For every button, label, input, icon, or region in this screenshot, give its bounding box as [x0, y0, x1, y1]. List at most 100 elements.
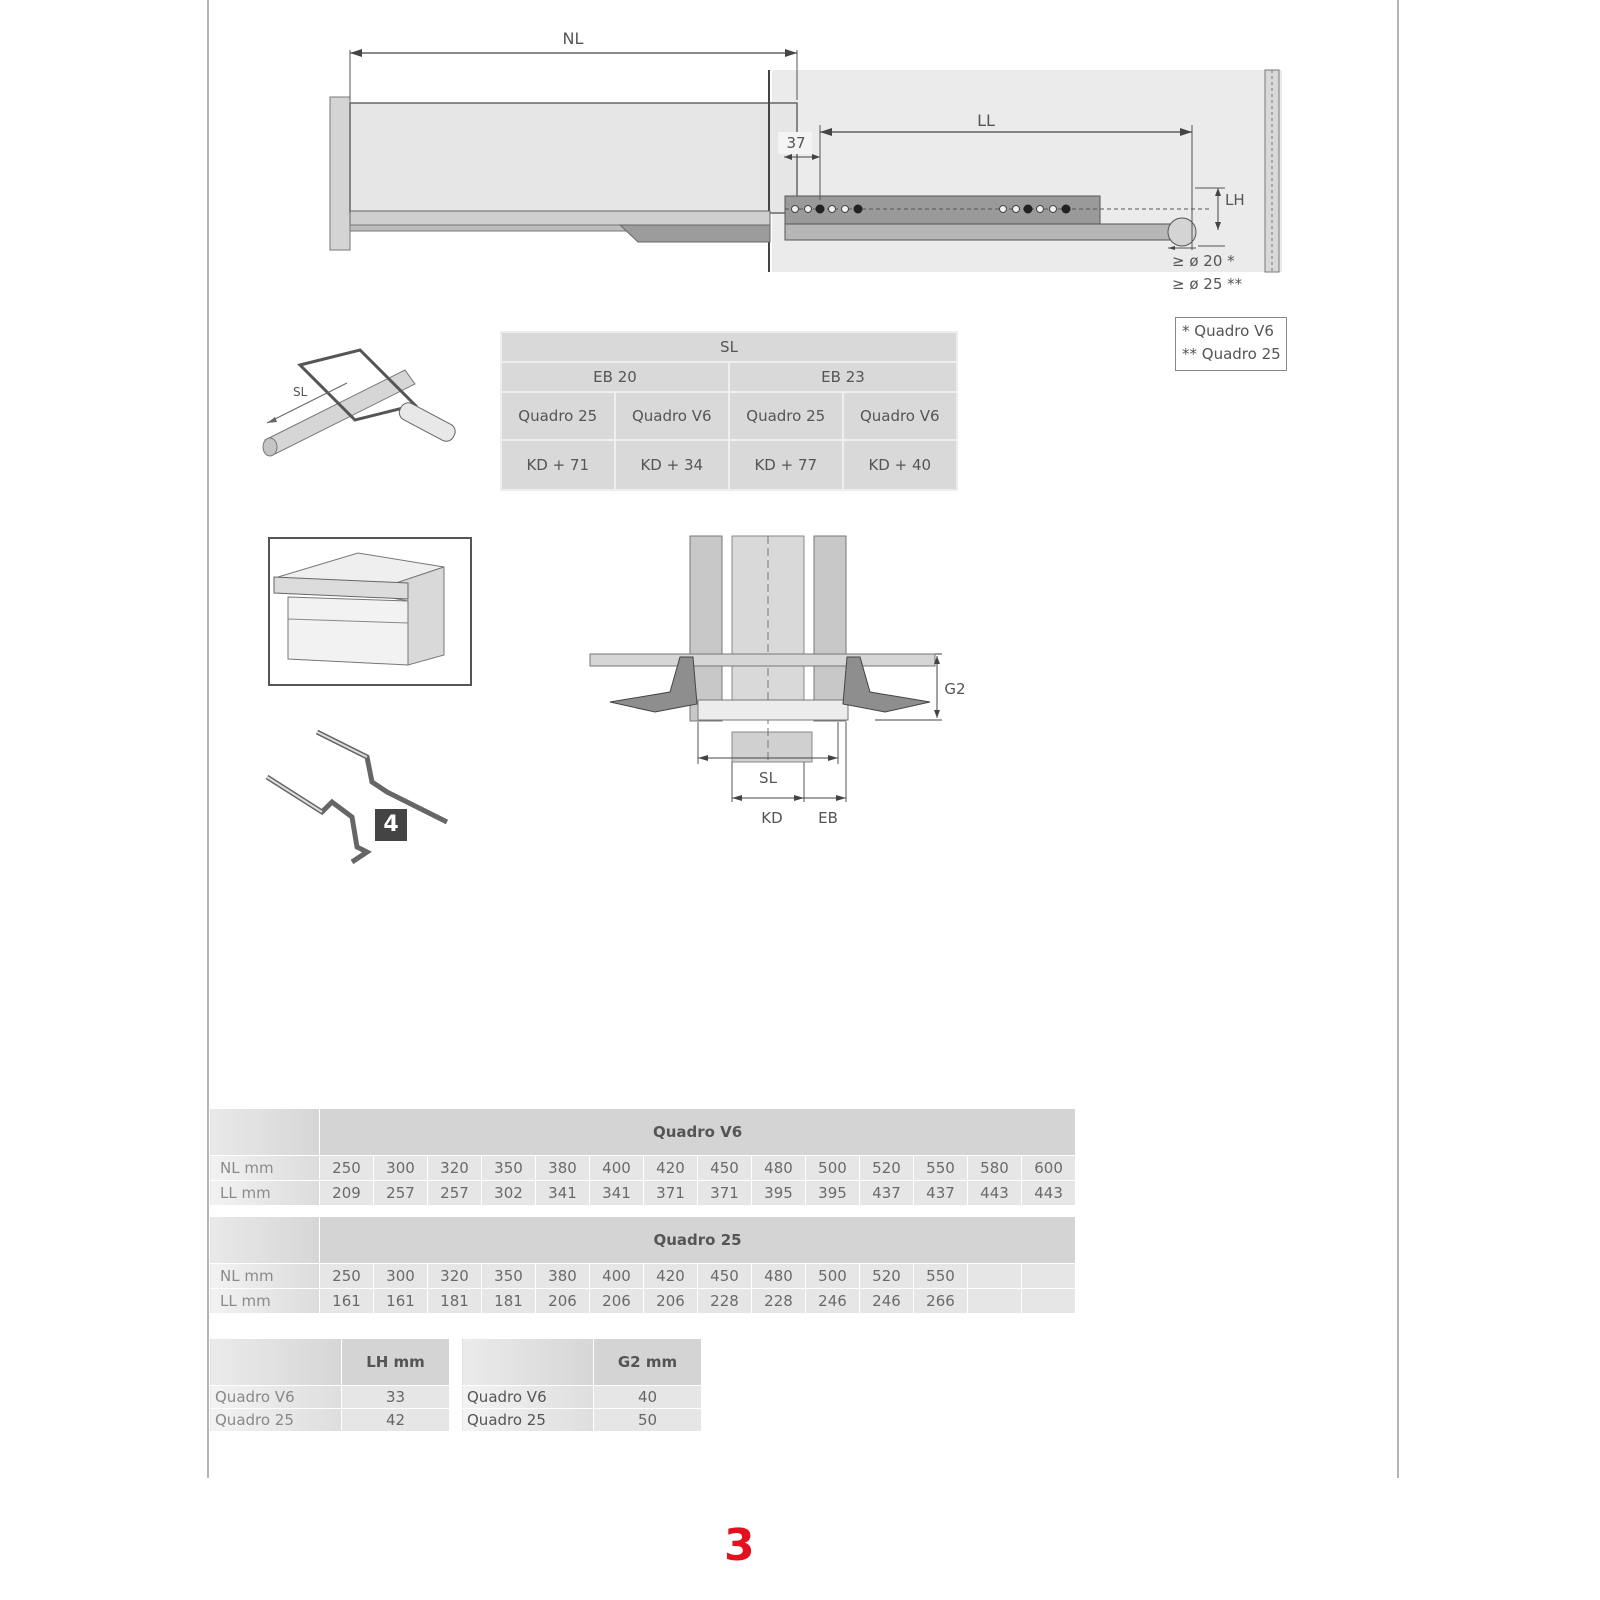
nl-cell: 500 — [805, 1263, 860, 1289]
page-left-border — [207, 0, 209, 1478]
nl-cell: 350 — [481, 1263, 536, 1289]
lh-header: LH mm — [341, 1338, 450, 1386]
sl-table: SL EB 20 EB 23 Quadro 25 Quadro V6 Quadr… — [500, 331, 959, 491]
nl-cell: 500 — [805, 1155, 860, 1181]
quadro-v6-title: Quadro V6 — [318, 1108, 1077, 1156]
quadro-25-title: Quadro 25 — [318, 1216, 1077, 1264]
nl-dimension-label: NL — [563, 29, 584, 48]
ll-cell: 209 — [319, 1180, 374, 1206]
nl-cell: 400 — [589, 1263, 644, 1289]
table-row: Quadro 25 50 — [461, 1408, 702, 1432]
nl-cell: 480 — [751, 1155, 806, 1181]
sl-eb23-header: EB 23 — [727, 361, 959, 393]
sl-eb20-header: EB 20 — [500, 361, 730, 393]
sl-value-cell: KD + 71 — [500, 439, 616, 491]
cross-section-drawing: G2 SL KD EB — [589, 535, 966, 827]
row-label: NL mm — [209, 1263, 320, 1289]
ll-cell: 371 — [697, 1180, 752, 1206]
drawer-runner-drawing: NL LL 37 LH ≥ ø 20 * ≥ ø 25 ** — [329, 29, 1282, 293]
nl-cell: 450 — [697, 1155, 752, 1181]
runner-parts-illustration — [265, 729, 449, 865]
legend-quadro-25: ** Quadro 25 — [1182, 345, 1281, 363]
ll-cell: 395 — [751, 1180, 806, 1206]
quadro-v6-table: Quadro V6 NL mm 250 300 320 350 380 400 … — [209, 1108, 1077, 1206]
table-row: LL mm 161 161 181 181 206 206 206 228 22… — [209, 1288, 1077, 1314]
ll-cell: 161 — [319, 1288, 374, 1314]
row-label: Quadro V6 — [461, 1385, 594, 1409]
nl-cell: 380 — [535, 1263, 590, 1289]
ll-cell: 302 — [481, 1180, 536, 1206]
table-row: NL mm 250 300 320 350 380 400 420 450 48… — [209, 1155, 1077, 1181]
saw-sl-label: SL — [293, 385, 308, 399]
nl-cell: 400 — [589, 1155, 644, 1181]
eb-dimension-label: EB — [818, 809, 838, 827]
cabinet-illustration — [268, 537, 472, 686]
table-corner — [461, 1338, 594, 1386]
nl-cell: 420 — [643, 1263, 698, 1289]
sl-col-header: Quadro V6 — [841, 391, 958, 441]
hacksaw-illustration: SL — [262, 348, 456, 457]
ll-cell — [967, 1288, 1022, 1314]
row-label: Quadro V6 — [209, 1385, 342, 1409]
sl-table-title: SL — [500, 331, 958, 363]
ll-cell — [1020, 1288, 1077, 1314]
table-corner — [209, 1108, 320, 1156]
ll-cell: 257 — [373, 1180, 428, 1206]
ll-cell: 228 — [697, 1288, 752, 1314]
ll-cell: 206 — [643, 1288, 698, 1314]
dimension-37-label: 37 — [786, 134, 805, 152]
nl-cell: 520 — [859, 1263, 914, 1289]
nl-cell: 320 — [427, 1155, 482, 1181]
quadro-25-table: Quadro 25 NL mm 250 300 320 350 380 400 … — [209, 1216, 1077, 1314]
ll-cell: 246 — [805, 1288, 860, 1314]
ll-cell: 395 — [805, 1180, 860, 1206]
ll-cell: 206 — [535, 1288, 590, 1314]
sl-value-cell: KD + 77 — [727, 439, 844, 491]
nl-cell: 480 — [751, 1263, 806, 1289]
sl-value-cell: KD + 34 — [613, 439, 730, 491]
row-label: LL mm — [209, 1180, 320, 1206]
g2-value: 50 — [593, 1408, 702, 1432]
table-corner — [209, 1338, 342, 1386]
table-corner — [209, 1216, 320, 1264]
lh-value: 42 — [341, 1408, 450, 1432]
ll-cell: 257 — [427, 1180, 482, 1206]
nl-cell: 300 — [373, 1155, 428, 1181]
nl-cell: 600 — [1020, 1155, 1077, 1181]
table-row: Quadro V6 40 — [461, 1385, 702, 1409]
g2-value: 40 — [593, 1385, 702, 1409]
g2-dimension-label: G2 — [944, 680, 965, 698]
ll-dimension-label: LL — [977, 111, 995, 130]
ll-cell: 437 — [913, 1180, 968, 1206]
sl-col-header: Quadro 25 — [727, 391, 844, 441]
sl-col-header: Quadro V6 — [613, 391, 730, 441]
table-row: NL mm 250 300 320 350 380 400 420 450 48… — [209, 1263, 1077, 1289]
ll-cell: 341 — [535, 1180, 590, 1206]
ll-cell: 341 — [589, 1180, 644, 1206]
g2-table: G2 mm Quadro V6 40 Quadro 25 50 — [461, 1338, 702, 1432]
nl-cell — [967, 1263, 1022, 1289]
nl-cell: 420 — [643, 1155, 698, 1181]
nl-cell: 300 — [373, 1263, 428, 1289]
ll-cell: 181 — [427, 1288, 482, 1314]
kd-dimension-label: KD — [761, 809, 782, 827]
lh-dimension-label: LH — [1225, 191, 1245, 209]
nl-cell: 580 — [967, 1155, 1022, 1181]
page-right-border — [1397, 0, 1399, 1478]
nl-cell: 380 — [535, 1155, 590, 1181]
table-row: Quadro 25 42 — [209, 1408, 450, 1432]
ll-cell: 161 — [373, 1288, 428, 1314]
ll-cell: 437 — [859, 1180, 914, 1206]
nl-cell: 550 — [913, 1155, 968, 1181]
row-label: LL mm — [209, 1288, 320, 1314]
g2-header: G2 mm — [593, 1338, 702, 1386]
table-row: Quadro V6 33 — [209, 1385, 450, 1409]
legend-box: * Quadro V6 ** Quadro 25 — [1175, 317, 1287, 371]
diameter-25-note: ≥ ø 25 ** — [1172, 275, 1243, 293]
nl-cell: 550 — [913, 1263, 968, 1289]
page-number: 3 — [724, 1520, 755, 1571]
table-row: LL mm 209 257 257 302 341 341 371 371 39… — [209, 1180, 1077, 1206]
row-label: Quadro 25 — [209, 1408, 342, 1432]
ll-cell: 181 — [481, 1288, 536, 1314]
lh-value: 33 — [341, 1385, 450, 1409]
